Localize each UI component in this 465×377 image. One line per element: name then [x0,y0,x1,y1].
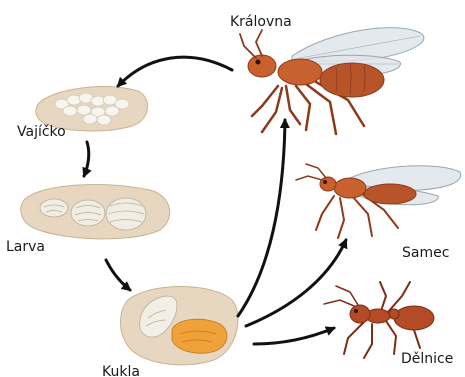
male-ant [296,164,461,238]
queen-ant [240,28,424,134]
label-worker: Dělnice [401,352,453,366]
label-queen: Královna [230,15,292,29]
pupa-mound [121,287,239,365]
label-male: Samec [402,246,449,260]
label-larva: Larva [6,240,45,254]
arrow-pupa-to-worker [254,328,334,344]
label-pupa: Kukla [102,365,140,377]
arrow-larva-to-pupa [106,260,130,290]
orange-pupa [172,319,227,353]
arrow-pupa-to-queen [238,120,285,316]
arrow-egg-to-larva [84,142,89,176]
worker-ant [324,282,434,358]
arrow-queen-to-egg [118,57,232,86]
larva-mound [21,185,170,239]
label-egg: Vajíčko [17,125,66,139]
arrow-pupa-to-male [246,240,346,326]
